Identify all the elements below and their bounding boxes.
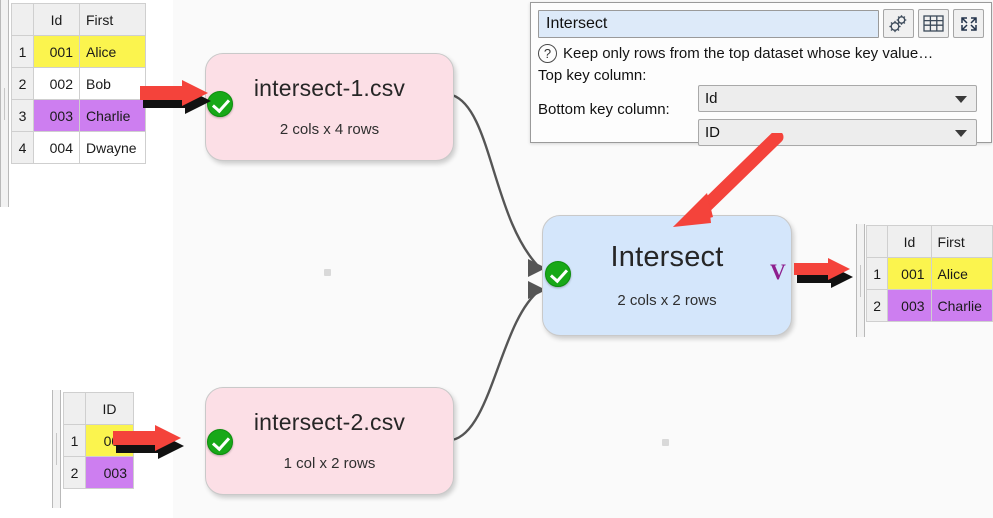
table-header-row: ID [63, 392, 134, 425]
bottom-key-column-value: ID [705, 124, 720, 141]
node-subtitle: 2 cols x 4 rows [279, 121, 380, 139]
cell-id[interactable]: 003 [85, 456, 134, 489]
column-header[interactable]: Id [887, 225, 932, 258]
cell-first[interactable]: Alice [79, 35, 146, 68]
table-row[interactable]: 1 001 Alice [865, 257, 993, 290]
grid-dot [662, 439, 669, 446]
table-header-row: Id First [11, 3, 146, 36]
cell-id[interactable]: 002 [33, 67, 80, 100]
row-number: 2 [63, 456, 86, 489]
cell-id[interactable]: 001 [33, 35, 80, 68]
annotation-arrow-top-left [140, 80, 211, 114]
table-row[interactable]: 1 001 Alice [11, 35, 146, 68]
operation-settings-panel[interactable]: ? Keep only rows from the top dataset wh… [530, 2, 992, 146]
corner-cell [865, 225, 889, 258]
gears-icon[interactable] [883, 9, 914, 38]
node-title: intersect-1.csv [253, 74, 406, 101]
node-intersect-2-csv[interactable]: intersect-2.csv 1 col x 2 rows [205, 387, 454, 495]
column-header[interactable]: First [79, 3, 146, 36]
right-splitter[interactable] [856, 224, 865, 337]
chevron-down-icon [955, 129, 967, 137]
row-number: 2 [865, 289, 889, 322]
annotation-arrow-pointing-intersect [673, 133, 784, 227]
table-intersect-result-preview[interactable]: Id First 1 001 Alice 2 003 Charlie [865, 225, 993, 322]
node-subtitle: 1 col x 2 rows [283, 455, 376, 473]
table-row[interactable]: 2 002 Bob [11, 67, 146, 100]
top-key-column-value: Id [705, 90, 718, 107]
column-header[interactable]: ID [85, 392, 134, 425]
node-title: intersect-2.csv [253, 408, 406, 435]
row-number: 3 [11, 99, 34, 132]
top-key-column-label: Top key column: [538, 67, 647, 84]
status-ok-icon [545, 261, 571, 287]
table-row[interactable]: 2 003 Charlie [865, 289, 993, 322]
annotation-arrow-right [794, 258, 853, 288]
operation-hint-text: Keep only rows from the top dataset whos… [563, 45, 934, 62]
column-header[interactable]: First [930, 225, 993, 258]
operation-name-input[interactable] [538, 9, 879, 38]
row-number: 4 [11, 131, 34, 164]
node-title: Intersect [610, 241, 724, 274]
bottom-key-column-select[interactable]: ID [698, 119, 977, 146]
left-splitter-lower[interactable] [52, 390, 61, 508]
row-number: 1 [11, 35, 34, 68]
corner-cell [63, 392, 86, 425]
table-row[interactable]: 2 003 [63, 456, 134, 489]
help-icon[interactable]: ? [538, 44, 557, 63]
status-ok-icon [207, 429, 233, 455]
panel-hint-row: ? Keep only rows from the top dataset wh… [538, 44, 984, 63]
table-intersect-2-preview[interactable]: ID 1 001 2 003 [63, 392, 134, 489]
left-splitter-outer[interactable] [0, 0, 9, 207]
panel-name-row [538, 9, 984, 38]
cell-first[interactable]: Alice [930, 257, 993, 290]
cell-first[interactable]: Charlie [930, 289, 993, 322]
table-row[interactable]: 3 003 Charlie [11, 99, 146, 132]
bottom-key-column-label: Bottom key column: [538, 101, 670, 118]
cell-first[interactable]: Bob [79, 67, 146, 100]
table-header-row: Id First [865, 225, 993, 258]
table-row[interactable]: 1 001 [63, 424, 134, 457]
table-row[interactable]: 4 004 Dwayne [11, 131, 146, 164]
corner-cell [11, 3, 34, 36]
cell-id[interactable]: 003 [887, 289, 932, 322]
row-number: 1 [63, 424, 86, 457]
row-number: 2 [11, 67, 34, 100]
table-intersect-1-preview[interactable]: Id First 1 001 Alice 2 002 Bob 3 003 Cha… [11, 3, 146, 164]
annotation-arrow-bottom-left [113, 425, 184, 459]
cell-first[interactable]: Charlie [79, 99, 146, 132]
cell-first[interactable]: Dwayne [79, 131, 146, 164]
expand-icon[interactable] [953, 9, 984, 38]
node-badge-v: V [770, 259, 786, 284]
top-key-column-row: Top key column: Id [538, 67, 984, 112]
column-header[interactable]: Id [33, 3, 80, 36]
row-number: 1 [865, 257, 889, 290]
cell-id[interactable]: 004 [33, 131, 80, 164]
node-intersect-1-csv[interactable]: intersect-1.csv 2 cols x 4 rows [205, 53, 454, 161]
top-key-column-select[interactable]: Id [698, 85, 977, 112]
chevron-down-icon [955, 95, 967, 103]
grid-dot [324, 269, 331, 276]
table-icon[interactable] [918, 9, 949, 38]
status-ok-icon [207, 91, 233, 117]
node-subtitle: 2 cols x 2 rows [617, 291, 717, 309]
node-intersect-operation[interactable]: Intersect 2 cols x 2 rows [542, 215, 792, 336]
bottom-key-column-row: Bottom key column: ID [538, 101, 984, 146]
cell-id[interactable]: 003 [33, 99, 80, 132]
cell-id[interactable]: 001 [887, 257, 932, 290]
